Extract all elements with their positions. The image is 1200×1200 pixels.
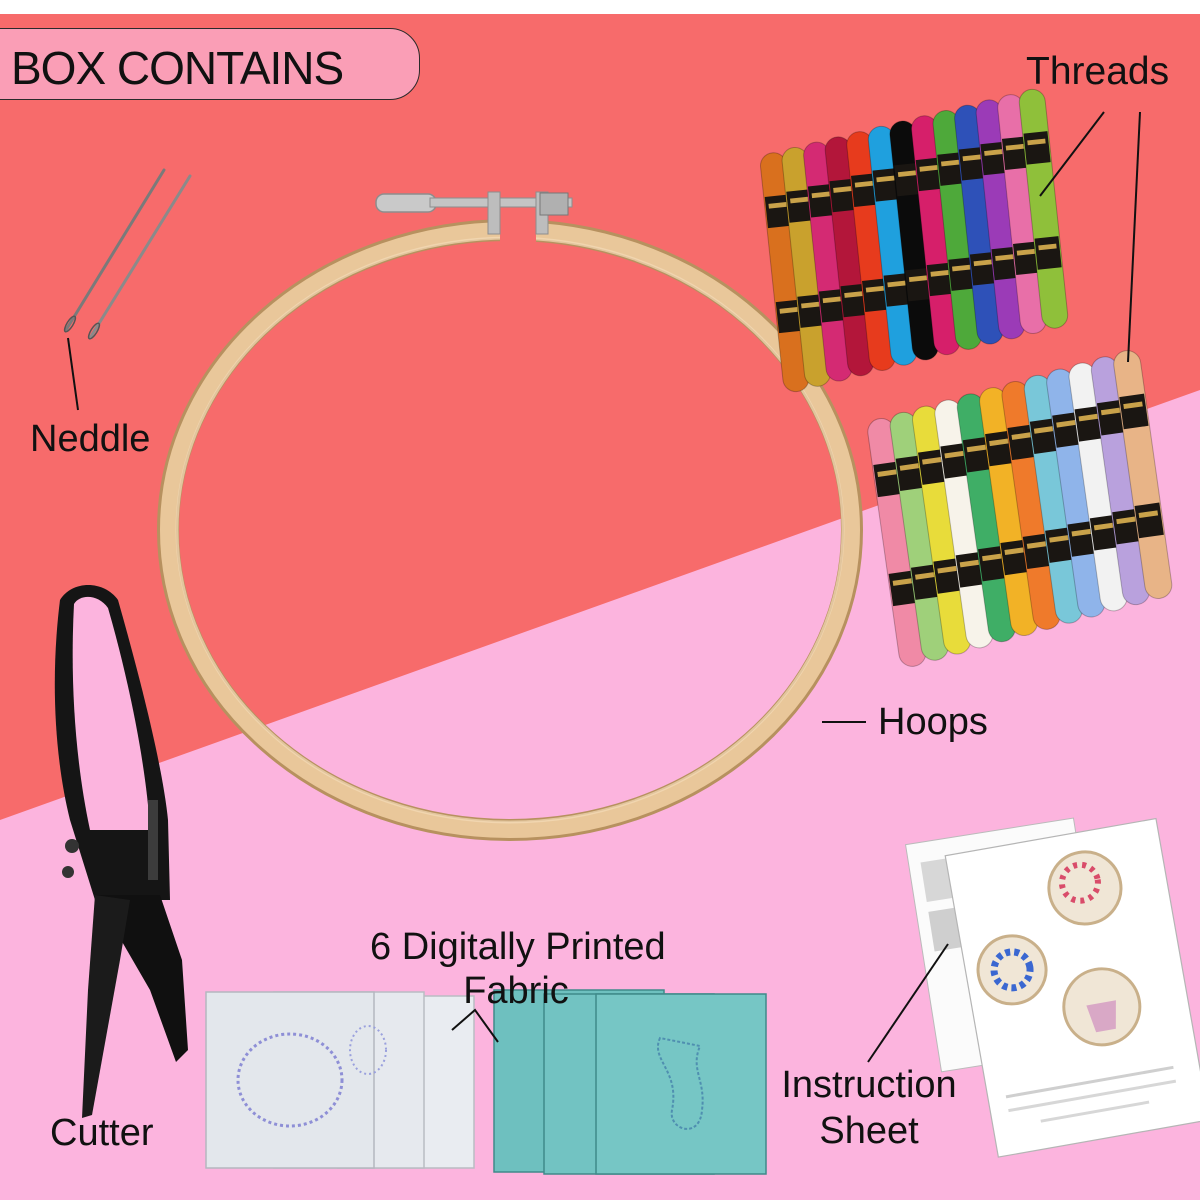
thread-skein: [954, 104, 1004, 345]
instruction-leader: [867, 943, 949, 1063]
threads-label: Threads: [1026, 50, 1170, 93]
thread-skein: [889, 411, 949, 661]
thread-skein: [824, 136, 875, 377]
fabric-teal-stack: [493, 989, 767, 1175]
thread-skein: [846, 131, 896, 371]
thread-skein: [1023, 374, 1083, 624]
embroidery-hoop: [157, 191, 863, 841]
thread-skein: [867, 418, 927, 667]
thread-skein: [760, 152, 810, 393]
needles: [63, 168, 192, 340]
leader-lines: [67, 111, 1141, 1063]
thread-skein: [781, 146, 831, 387]
thread-skein: [910, 115, 961, 356]
threads-leader-2: [1127, 111, 1141, 363]
fabric-label-line2: Fabric: [463, 970, 569, 1012]
thread-skein: [1001, 381, 1061, 630]
cutter-label: Cutter: [50, 1112, 154, 1154]
thread-skein: [956, 393, 1016, 643]
fabric-white-stack: [205, 991, 475, 1169]
instruction-label-line2: Sheet: [819, 1110, 919, 1152]
instruction-label-line1: Instruction: [781, 1064, 957, 1106]
needle-leader: [67, 337, 79, 411]
thread-skeins-top: [760, 88, 1069, 393]
thread-skein: [934, 399, 994, 649]
threads-leader-1: [1039, 111, 1105, 197]
thread-skein: [867, 125, 918, 366]
thread-skein: [1068, 362, 1128, 612]
instruction-sheets: [904, 817, 1200, 1158]
box-contains-badge: BOX CONTAINS: [0, 28, 420, 100]
thread-skein: [803, 141, 853, 382]
thread-skein: [997, 94, 1047, 334]
thread-skeins-bottom: [867, 350, 1173, 667]
thread-skein: [1113, 350, 1173, 599]
needle-label: Neddle: [30, 418, 151, 460]
fabric-leader: [451, 1008, 499, 1043]
thread-skein: [1090, 356, 1150, 606]
thread-skein: [1046, 368, 1106, 618]
thread-skein: [912, 405, 972, 655]
thread-skein: [889, 120, 939, 361]
thread-skein: [975, 99, 1026, 340]
hoops-label: Hoops: [878, 701, 988, 743]
page-title: BOX CONTAINS: [11, 42, 344, 94]
cutter-scissors: [54, 585, 188, 1118]
thread-skein: [1018, 88, 1069, 329]
fabric-label-line1: 6 Digitally Printed: [370, 926, 666, 968]
